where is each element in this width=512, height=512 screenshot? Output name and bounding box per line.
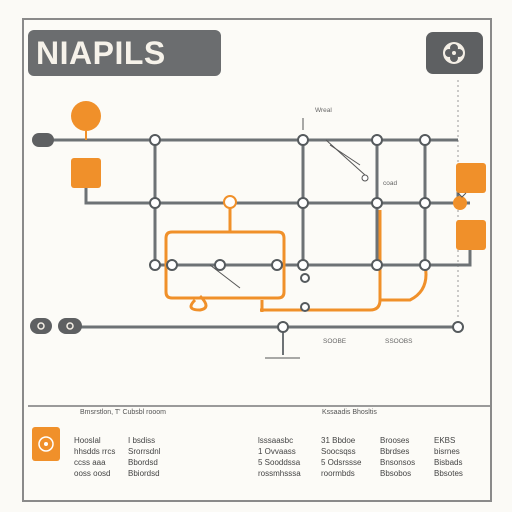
- table-cell: Srorrsdnl: [128, 447, 161, 456]
- table-column: 31 Bbdoe Soocsqss 5 Odsrssse roormbds: [321, 435, 361, 479]
- table-column: Brooses Bbrdses Bnsonsos Bbsobos: [380, 435, 415, 479]
- orange-box-right-top[interactable]: [456, 163, 486, 193]
- station[interactable]: [297, 259, 309, 271]
- callout-label: coad: [383, 180, 398, 187]
- table-cell: Bbrdses: [380, 447, 410, 456]
- column-heading: lsssaasbc: [258, 436, 294, 445]
- table-cell: 1 Ovvaass: [258, 447, 296, 456]
- station[interactable]: [277, 321, 289, 333]
- table-column: lsssaasbc 1 Ovvaass 5 Sooddssa rossmhsss…: [258, 435, 301, 479]
- terminal-start[interactable]: [32, 133, 54, 147]
- route-line-mid: [84, 185, 470, 205]
- table-column: EKBS bisrnes Bisbads Bbsotes: [434, 435, 463, 479]
- station[interactable]: [371, 134, 383, 146]
- table-cell: Bbordsd: [128, 458, 158, 467]
- table-cell: Bbsobos: [380, 469, 412, 478]
- station[interactable]: [149, 197, 161, 209]
- table-header-left: Bmsrstlon, T' Cubsbl rooom: [80, 409, 167, 416]
- table-cell: Bbiordsd: [128, 469, 160, 478]
- table-cell: Soocsqss: [321, 447, 356, 456]
- orange-box-left[interactable]: [71, 158, 101, 188]
- station[interactable]: [419, 259, 431, 271]
- station[interactable]: [300, 273, 310, 283]
- station[interactable]: [166, 259, 178, 271]
- flower-icon: [32, 427, 60, 461]
- flower-icon: [443, 42, 465, 64]
- footer-label-right: SSOOBS: [385, 338, 413, 345]
- column-heading: EKBS: [434, 436, 456, 445]
- station[interactable]: [371, 259, 383, 271]
- terminal-bottom-b[interactable]: [58, 318, 82, 334]
- station[interactable]: [300, 302, 310, 312]
- title-text: NIAPILS: [36, 34, 166, 71]
- orange-curve: [189, 294, 208, 312]
- table-cell: 5 Sooddssa: [258, 458, 301, 467]
- page-title: NIAPILS: [28, 30, 221, 76]
- table-cell: rossmhsssa: [258, 469, 301, 478]
- station[interactable]: [214, 259, 226, 271]
- orange-marker-top[interactable]: [71, 101, 101, 131]
- table-cell: 5 Odsrssse: [321, 458, 362, 467]
- orange-station[interactable]: [453, 196, 467, 210]
- station[interactable]: [371, 197, 383, 209]
- table-column: Hooslal hhsdds rrcs ccss aaa ooss oosd: [74, 435, 115, 479]
- column-heading: I bsdiss: [128, 436, 156, 445]
- station[interactable]: [419, 197, 431, 209]
- column-heading: Brooses: [380, 436, 410, 445]
- terminal-bottom-a[interactable]: [30, 318, 52, 334]
- orange-box-right-bottom[interactable]: [456, 220, 486, 250]
- column-heading: Hooslal: [74, 436, 101, 445]
- station[interactable]: [149, 134, 161, 146]
- table-header-right: Kssaadis Bhosltis: [322, 409, 377, 416]
- orange-station[interactable]: [223, 195, 237, 209]
- station[interactable]: [271, 259, 283, 271]
- column-heading: 31 Bbdoe: [321, 436, 356, 445]
- legend-table: Bmsrstlon, T' Cubsbl rooom Kssaadis Bhos…: [28, 405, 490, 499]
- corner-menu-button[interactable]: [426, 32, 483, 74]
- station[interactable]: [452, 321, 464, 333]
- table-cell: Bisbads: [434, 458, 463, 467]
- table-column: I bsdiss Srorrsdnl Bbordsd Bbiordsd: [128, 435, 160, 479]
- table-cell: Bbsotes: [434, 469, 463, 478]
- station[interactable]: [297, 134, 309, 146]
- station[interactable]: [149, 259, 161, 271]
- table-cell: ccss aaa: [74, 458, 106, 467]
- station[interactable]: [297, 197, 309, 209]
- orange-loop-outer: [164, 230, 286, 300]
- station[interactable]: [419, 134, 431, 146]
- table-cell: roormbds: [321, 469, 355, 478]
- callout-label: Wreal: [315, 107, 332, 114]
- table-cell: Bnsonsos: [380, 458, 416, 467]
- table-cell: ooss oosd: [74, 469, 111, 478]
- footer-label-left: SOOBE: [323, 338, 347, 345]
- table-cell: bisrnes: [434, 447, 460, 456]
- orange-right-link: [380, 264, 428, 302]
- table-cell: hhsdds rrcs: [74, 447, 116, 456]
- map-frame: [22, 18, 492, 502]
